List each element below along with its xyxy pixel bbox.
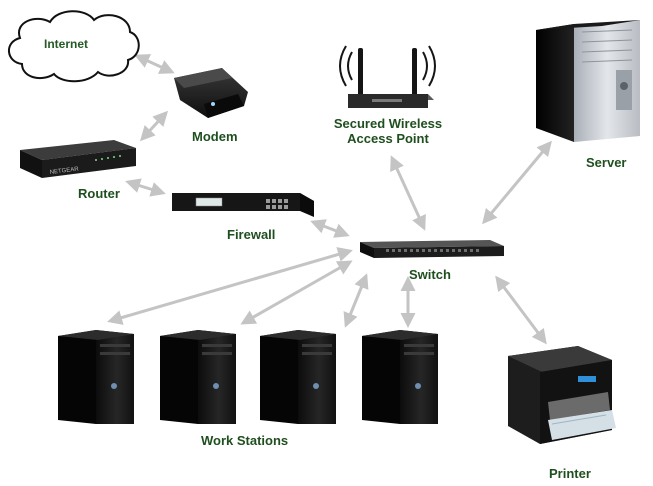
firewall-switch-link [310,219,350,238]
printer-label: Printer [549,466,591,481]
router-label: Router [78,186,120,201]
printer-icon [508,346,616,444]
router-icon: NETGEAR [20,140,136,178]
workstation-3-icon [260,330,336,424]
firewall-label: Firewall [227,227,276,242]
switch-icon [360,240,504,258]
switch-printer-link [495,275,547,345]
access-point-label: Secured Wireless Access Point [331,116,445,146]
switch-ws1-link [107,247,353,325]
access-point-label-line2: Access Point [347,131,429,146]
internet-label: Internet [44,37,89,51]
router-brand-text: NETGEAR [50,166,80,176]
modem-router-link [139,110,169,142]
workstations-label: Work Stations [201,433,289,448]
connections [107,54,552,345]
modem-icon [174,68,248,118]
internet-cloud-icon [8,10,140,83]
workstation-1-icon [58,330,134,424]
workstation-2-icon [160,330,236,424]
switch-ws2-link [240,260,353,325]
server-switch-link [482,140,552,225]
wireless-access-point-icon [339,45,436,108]
access-point-label-line1: Secured Wireless [333,116,443,131]
switch-label: Switch [409,267,451,282]
firewall-icon [172,193,314,217]
modem-label: Modem [192,129,238,144]
server-icon [536,20,640,142]
router-firewall-link [125,178,166,197]
switch-ws3-link [343,273,369,328]
accesspoint-switch-link [390,155,426,231]
internet-modem-link [134,54,175,74]
workstation-4-icon [362,330,438,424]
server-label: Server [586,155,627,170]
